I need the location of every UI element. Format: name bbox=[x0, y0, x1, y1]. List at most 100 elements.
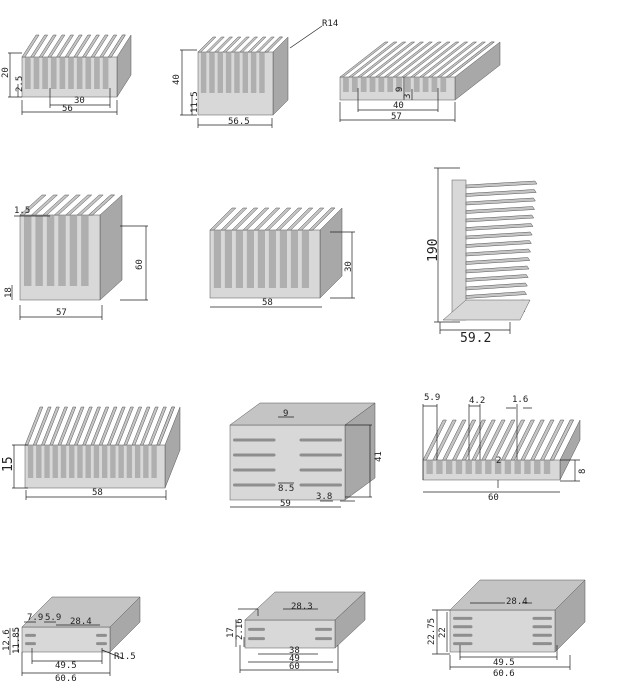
fin bbox=[465, 214, 535, 223]
profile-6: 190 59.2 bbox=[426, 167, 511, 346]
fin bbox=[465, 189, 537, 197]
fin-slot bbox=[494, 460, 502, 474]
heatsink-side bbox=[559, 419, 581, 481]
heatsink-front bbox=[229, 424, 346, 501]
fin-slot bbox=[465, 460, 472, 474]
fin-slot bbox=[440, 77, 447, 92]
fin-slot bbox=[143, 445, 149, 478]
dim-width: 59 bbox=[280, 499, 291, 509]
fin-top bbox=[264, 36, 284, 53]
fin-top bbox=[65, 406, 85, 446]
dim-slot: 4.2 bbox=[469, 396, 485, 406]
fin-top bbox=[87, 194, 116, 216]
dim-inner-height: 22 bbox=[438, 627, 448, 638]
fin-top bbox=[107, 34, 126, 58]
fin-slot bbox=[360, 77, 367, 92]
heatsink-top bbox=[449, 579, 586, 611]
fin-slot bbox=[69, 215, 78, 286]
fin-slot bbox=[413, 77, 420, 92]
fin-top bbox=[73, 34, 92, 58]
fin-top bbox=[74, 406, 93, 446]
fin bbox=[465, 274, 529, 282]
fin-top bbox=[53, 194, 81, 216]
dim-height: 17 bbox=[226, 627, 236, 638]
fin-top bbox=[19, 194, 47, 216]
fin-slot bbox=[235, 230, 243, 288]
fin-slot bbox=[299, 483, 342, 487]
fin-slot bbox=[96, 642, 107, 646]
fin-slot bbox=[77, 445, 83, 478]
dim-width: 60 bbox=[289, 662, 300, 672]
dim-hole-span: 40 bbox=[393, 101, 404, 111]
heatsink-side bbox=[99, 194, 123, 301]
fin-slot bbox=[453, 642, 473, 646]
fin-slot bbox=[35, 215, 43, 286]
fin-slot bbox=[25, 57, 31, 89]
dim-height: 22.75 bbox=[427, 618, 437, 645]
profile-4: 1.5 18 60 57 bbox=[4, 206, 148, 320]
fin-slot bbox=[60, 445, 67, 478]
fin-slot bbox=[485, 460, 492, 474]
dim-height: 9 bbox=[395, 87, 405, 92]
fin-top bbox=[451, 419, 477, 461]
fin-top bbox=[500, 419, 526, 461]
fin-slot bbox=[475, 460, 482, 474]
fin-top bbox=[156, 406, 176, 446]
fin bbox=[465, 231, 533, 240]
fin-top bbox=[286, 207, 314, 231]
fin-top bbox=[231, 207, 259, 231]
fin-slot bbox=[102, 57, 109, 89]
fin-slot bbox=[257, 230, 265, 288]
fin-slot bbox=[259, 52, 265, 93]
fin-slot bbox=[242, 52, 248, 93]
fin bbox=[465, 282, 528, 291]
fin-slot bbox=[378, 77, 385, 92]
dim-base: 2.5 bbox=[15, 76, 25, 92]
fin-slot bbox=[246, 230, 254, 288]
fin-slot bbox=[233, 438, 276, 442]
fin-top bbox=[21, 34, 40, 58]
fin-top bbox=[530, 419, 555, 461]
fin-slot bbox=[44, 445, 50, 478]
heatsink-front bbox=[21, 626, 111, 653]
fin-slot bbox=[301, 230, 309, 288]
dim-channel: 28.4 bbox=[506, 597, 528, 607]
fin-slot bbox=[455, 460, 463, 474]
fin-top bbox=[205, 36, 225, 53]
fin-slot bbox=[387, 77, 394, 92]
fin-top bbox=[30, 194, 59, 216]
fin-slot bbox=[27, 445, 34, 478]
dim-height: 60 bbox=[135, 259, 145, 270]
fin-top bbox=[436, 41, 487, 78]
fin-slot bbox=[25, 642, 36, 646]
fin-top bbox=[422, 419, 447, 461]
dim-height: 12.6 bbox=[2, 629, 12, 651]
fin-slot bbox=[225, 52, 232, 93]
heatsink-front bbox=[244, 619, 336, 649]
fin-top bbox=[123, 406, 143, 446]
fin-slot bbox=[224, 230, 232, 288]
fin-top bbox=[481, 419, 506, 461]
fin-top bbox=[392, 41, 442, 78]
fin-slot bbox=[405, 77, 411, 92]
fin-slot bbox=[96, 633, 107, 637]
fin-slot bbox=[532, 633, 552, 637]
fin-slot bbox=[299, 468, 342, 472]
fin-slot bbox=[369, 77, 376, 92]
profile-5: 30 58 bbox=[210, 231, 355, 308]
dim-b: 5.9 bbox=[45, 613, 61, 623]
dim-height: 40 bbox=[172, 74, 182, 85]
dim-height: 30 bbox=[344, 261, 354, 272]
fin bbox=[465, 206, 536, 214]
fin-slot bbox=[81, 215, 89, 286]
fin bbox=[465, 248, 532, 257]
fin-slot bbox=[234, 52, 240, 93]
fin-slot bbox=[69, 445, 75, 478]
fin-top bbox=[275, 207, 303, 231]
fin-slot bbox=[50, 57, 57, 89]
dim-base: 18 bbox=[4, 287, 14, 298]
fin-slot bbox=[279, 230, 287, 288]
fin-slot bbox=[248, 627, 265, 631]
fin-slot bbox=[315, 627, 332, 631]
